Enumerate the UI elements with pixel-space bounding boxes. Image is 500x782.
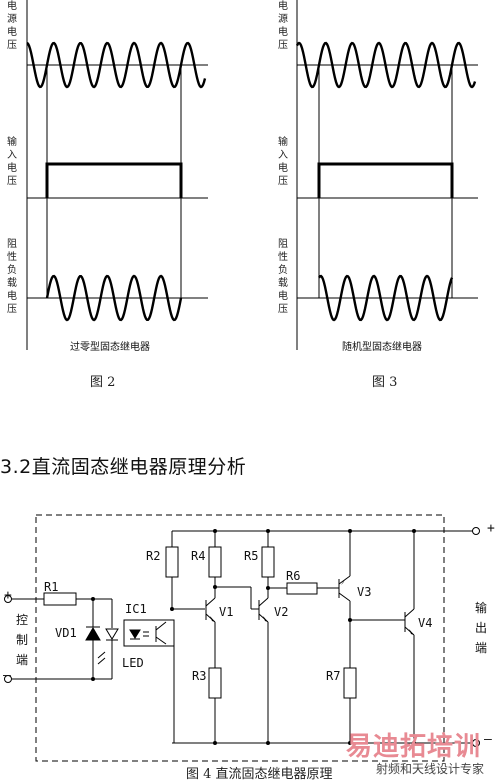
v4-label: V4 (418, 616, 433, 630)
r6-label: R6 (286, 569, 301, 583)
fig3-number: 图 3 (372, 375, 398, 390)
r3-label: R3 (192, 669, 207, 683)
v2-label: V2 (274, 605, 289, 619)
output-plus-sign: + (487, 521, 495, 536)
fig2-load-voltage-wave (45, 274, 183, 322)
fig3-input-pulse (317, 162, 454, 198)
fig2-caption: 过零型固态继电器 (70, 342, 150, 353)
output-terminal-label: 输出端 (475, 601, 488, 655)
fig3-label-input: 输入电压 (278, 137, 288, 187)
r1-label: R1 (44, 580, 59, 594)
fig2-input-pulse (45, 162, 183, 198)
vd1-label: VD1 (55, 626, 77, 640)
input-minus-sign: — (3, 668, 11, 683)
fig2-label-load: 阻性负载电压 (7, 239, 17, 315)
control-terminal-label: 控制端 (16, 613, 29, 667)
r7-label: R7 (326, 669, 341, 683)
v3-label: V3 (357, 585, 372, 599)
output-minus-sign: — (484, 732, 492, 747)
fig3-supply-voltage-wave (295, 41, 477, 89)
section-heading: 3.2直流固态继电器原理分析 (0, 456, 247, 478)
fig2-label-supply: 电源电压 (7, 1, 17, 51)
input-plus-sign: + (4, 588, 12, 603)
fig3-label-load: 阻性负载电压 (278, 239, 288, 315)
fig2-label-input: 输入电压 (7, 137, 17, 187)
fig2-number: 图 2 (90, 375, 116, 390)
fig3-label-supply: 电源电压 (278, 1, 288, 51)
watermark-tagline: 射频和天线设计专家 (376, 762, 485, 776)
v1-label: V1 (219, 605, 234, 619)
r5-label: R5 (244, 549, 259, 563)
fig3-caption: 随机型固态继电器 (342, 342, 422, 353)
fig2-supply-voltage-wave (26, 41, 207, 89)
ic1-label: IC1 (125, 602, 147, 616)
r2-label: R2 (146, 549, 161, 563)
led-label: LED (122, 656, 144, 670)
figure4-caption: 图 4 直流固态继电器原理 (186, 767, 333, 782)
watermark-brand: 易迪拓培训 (346, 732, 482, 762)
fig3-load-voltage-wave (318, 274, 454, 322)
r4-label: R4 (191, 549, 206, 563)
